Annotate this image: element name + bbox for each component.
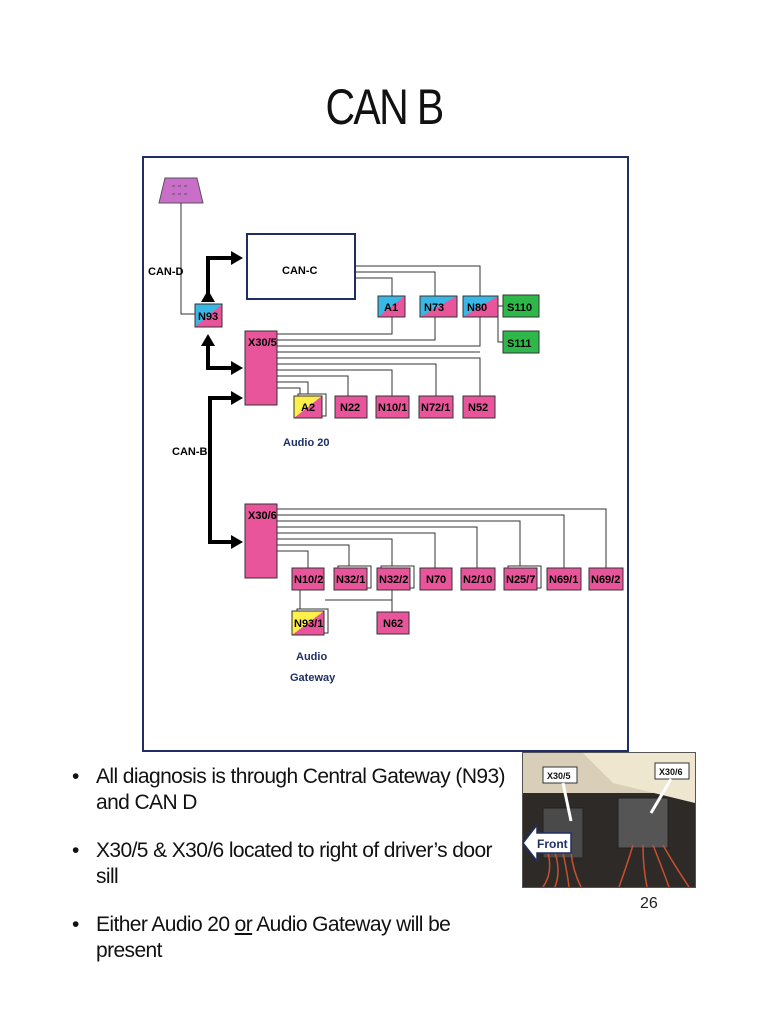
x30-5-wiring	[277, 317, 481, 396]
module-n32-1	[333, 567, 368, 591]
switch-s110	[502, 294, 540, 318]
bullet-2: X30/5 & X30/6 located to right of driver…	[72, 838, 512, 890]
x30-6-wiring	[277, 508, 607, 612]
module-n72-1	[418, 395, 454, 419]
module-n32-2-label: N32/2	[379, 574, 408, 586]
module-n73-label: N73	[424, 302, 444, 314]
module-n10-2-label: N10/2	[294, 574, 323, 586]
photo-illustration: X30/5 X30/6 Front	[523, 753, 695, 887]
switch-s111	[502, 330, 540, 354]
bullet-3-pre: Either Audio 20	[96, 913, 235, 936]
module-n69-2	[588, 567, 624, 591]
connector-x30-6-label: X30/6	[248, 510, 277, 522]
module-n2-10-label: N2/10	[463, 574, 492, 586]
audio-gateway-label-1: Audio	[296, 651, 327, 663]
gateway-n93-label: N93	[198, 311, 218, 323]
diagram-frame	[142, 156, 629, 752]
audio-gateway-label-2: Gateway	[290, 672, 336, 684]
module-n69-1	[546, 567, 582, 591]
switch-s110-label: S110	[507, 302, 532, 314]
module-n2-10	[460, 567, 496, 591]
module-a1-label: A1	[384, 302, 398, 314]
module-a2-label: A2	[301, 402, 315, 414]
gateway-arrows	[206, 256, 232, 370]
bullet-1: All diagnosis is through Central Gateway…	[72, 764, 512, 816]
module-n93-1-label: N93/1	[294, 618, 323, 630]
module-n69-2-label: N69/2	[591, 574, 620, 586]
bullet-3: Either Audio 20 or Audio Gateway will be…	[72, 912, 512, 964]
module-n80-label: N80	[467, 302, 487, 314]
module-n70-label: N70	[426, 574, 446, 586]
module-n25-7	[503, 567, 538, 591]
audio20-label: Audio 20	[283, 437, 329, 449]
photo-label-x30-5: X30/5	[547, 771, 571, 781]
can-d-label: CAN-D	[148, 266, 183, 278]
connector-x30-5-label: X30/5	[248, 337, 277, 349]
photo-label-front: Front	[537, 837, 568, 851]
connector-x30-6	[244, 503, 278, 579]
module-n32-2	[376, 567, 411, 591]
module-n22	[334, 395, 368, 419]
can-c-label: CAN-C	[282, 265, 317, 277]
module-n10-1-label: N10/1	[378, 402, 407, 414]
photo-label-x30-6: X30/6	[659, 767, 683, 777]
module-n70	[419, 567, 453, 591]
module-n93-1	[291, 610, 325, 636]
bullet-list: All diagnosis is through Central Gateway…	[72, 764, 512, 986]
module-n52	[462, 395, 496, 419]
slide-title: CAN B	[325, 79, 444, 135]
module-n72-1-label: N72/1	[421, 402, 450, 414]
switch-s111-label: S111	[507, 338, 531, 350]
bullet-3-or: or	[234, 913, 253, 936]
connector-x30-5	[244, 330, 278, 406]
can-b-label: CAN-B	[172, 446, 207, 458]
diagnostic-connector	[158, 177, 204, 204]
module-n32-1-label: N32/1	[336, 574, 365, 586]
module-n69-1-label: N69/1	[549, 574, 578, 586]
module-n25-7-label: N25/7	[506, 574, 535, 586]
module-n10-2	[291, 567, 325, 591]
gateway-n93	[194, 303, 223, 328]
module-n73	[419, 295, 458, 318]
module-a2	[293, 395, 323, 419]
module-n62	[376, 611, 410, 635]
bullet-3-post: Audio Gateway will be present	[96, 913, 451, 962]
connector-location-photo: X30/5 X30/6 Front	[522, 752, 696, 888]
page-number: 26	[640, 895, 658, 912]
module-n52-label: N52	[468, 402, 488, 414]
module-n62-label: N62	[383, 618, 403, 630]
can-c-wiring	[355, 265, 503, 343]
can-d-line	[180, 203, 196, 315]
front-arrow-icon	[523, 822, 572, 864]
can-b-line	[208, 396, 232, 544]
module-n10-1	[375, 395, 410, 419]
module-n22-label: N22	[340, 402, 360, 414]
